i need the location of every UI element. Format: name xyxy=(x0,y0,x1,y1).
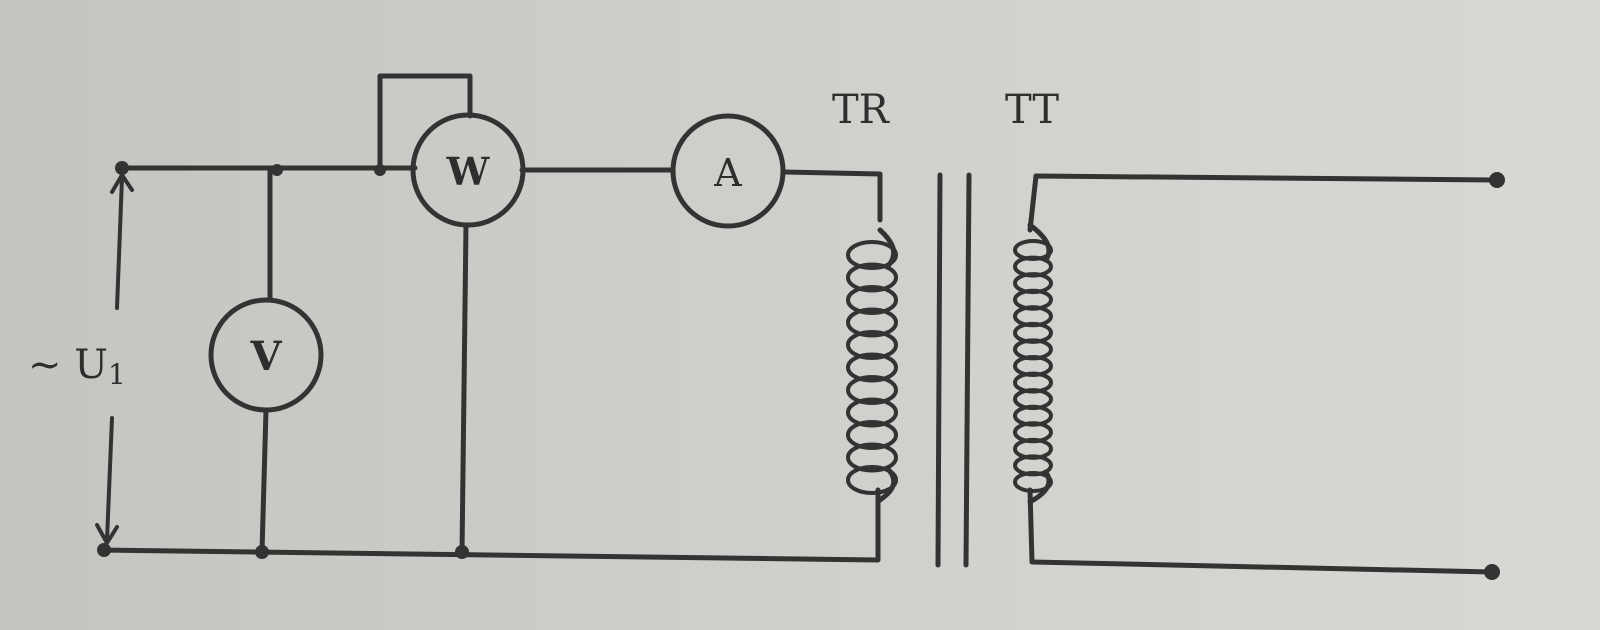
coil-loop xyxy=(846,330,898,360)
voltmeter-branch xyxy=(259,165,273,555)
wattmeter-loop-wire xyxy=(377,73,473,171)
voltage-arrow-down xyxy=(95,416,119,545)
transformer-primary-label: TR xyxy=(832,87,891,133)
primary-coil xyxy=(846,227,898,503)
junction-dots xyxy=(97,161,469,559)
bottom-wire xyxy=(97,487,881,563)
coil-loop xyxy=(846,307,898,338)
secondary-top-wire xyxy=(1027,173,1498,233)
ammeter-label: A xyxy=(713,151,742,195)
coil-loop xyxy=(846,465,898,495)
coil-loop xyxy=(846,397,898,428)
coil-loop xyxy=(846,262,898,293)
coil-loop xyxy=(846,240,898,270)
wattmeter xyxy=(410,112,526,228)
transformer-secondary-label: TT xyxy=(1005,87,1059,133)
output-terminal-top xyxy=(1489,172,1505,188)
voltmeter xyxy=(208,297,324,413)
coil-loop xyxy=(846,420,898,450)
coil-loop xyxy=(846,375,898,405)
source-voltage-label: ~ U1 xyxy=(28,342,126,391)
core-line-right xyxy=(963,172,972,568)
ammeter xyxy=(670,113,786,229)
output-terminal-bottom xyxy=(1484,564,1500,580)
core-line-left xyxy=(935,172,943,568)
voltage-arrow-up xyxy=(110,173,134,310)
coil-loop xyxy=(846,352,898,383)
coil-loop xyxy=(846,285,898,315)
wattmeter-branch xyxy=(459,222,469,556)
secondary-coil xyxy=(1013,222,1053,505)
voltmeter-label: V xyxy=(249,333,282,380)
secondary-bottom-wire xyxy=(1027,487,1495,575)
coil-loop xyxy=(846,442,898,473)
wattmeter-label: W xyxy=(446,149,491,194)
coil-loop xyxy=(1013,471,1053,493)
